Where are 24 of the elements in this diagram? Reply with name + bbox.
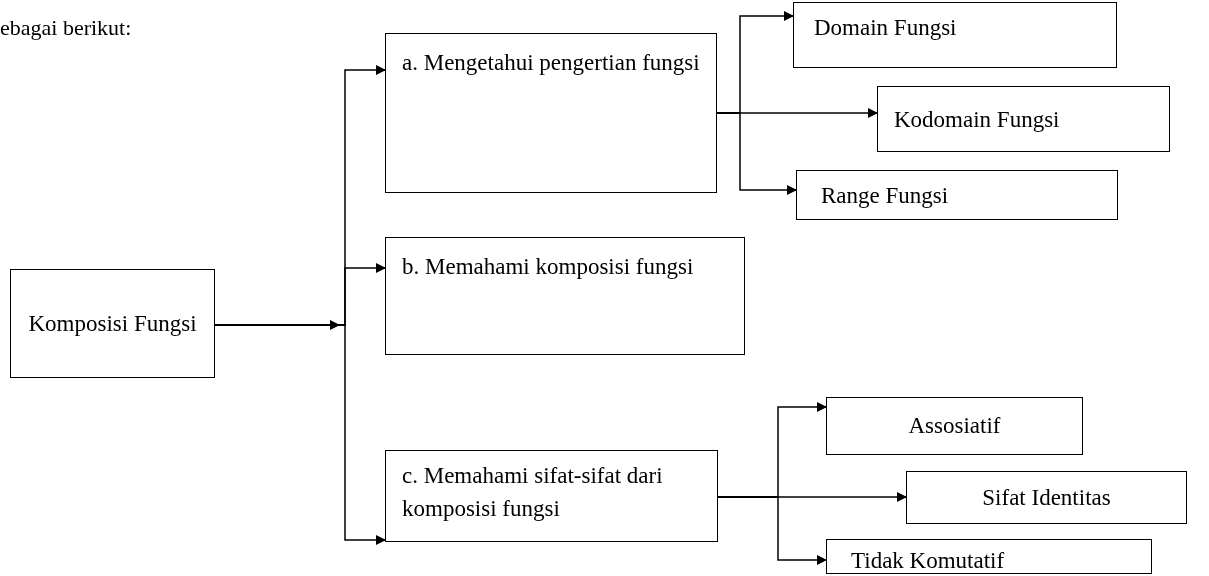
- box-label: Tidak Komutatif: [851, 547, 1005, 575]
- box-label: Kodomain Fungsi: [894, 106, 1060, 134]
- connector-arrow: [717, 496, 827, 565]
- box-label: Assosiatif: [908, 412, 1001, 441]
- process-box: [877, 86, 1170, 152]
- box-label: Sifat Identitas: [982, 483, 1111, 512]
- process-box: [385, 237, 745, 355]
- connector-arrow: [716, 112, 797, 195]
- process-box: [385, 33, 717, 193]
- intro-text: ebagai berikut:: [0, 14, 132, 42]
- process-box: [10, 269, 215, 378]
- box-label: Domain Fungsi: [814, 14, 957, 42]
- process-box: [906, 471, 1187, 524]
- box-label: a. Mengetahui pengertian fungsi: [402, 49, 700, 77]
- box-label: Range Fungsi: [821, 182, 949, 210]
- connector-arrow: [214, 324, 386, 545]
- process-box: [385, 450, 718, 542]
- box-label: b. Memahami komposisi fungsi: [402, 253, 694, 281]
- box-label: c. Memahami sifat-sifat dari komposisi fungsi: [402, 462, 664, 524]
- process-box: [793, 2, 1117, 68]
- process-box: [826, 539, 1152, 574]
- process-box: [826, 397, 1083, 455]
- box-label: Komposisi Fungsi: [28, 309, 197, 338]
- process-box: [796, 170, 1118, 220]
